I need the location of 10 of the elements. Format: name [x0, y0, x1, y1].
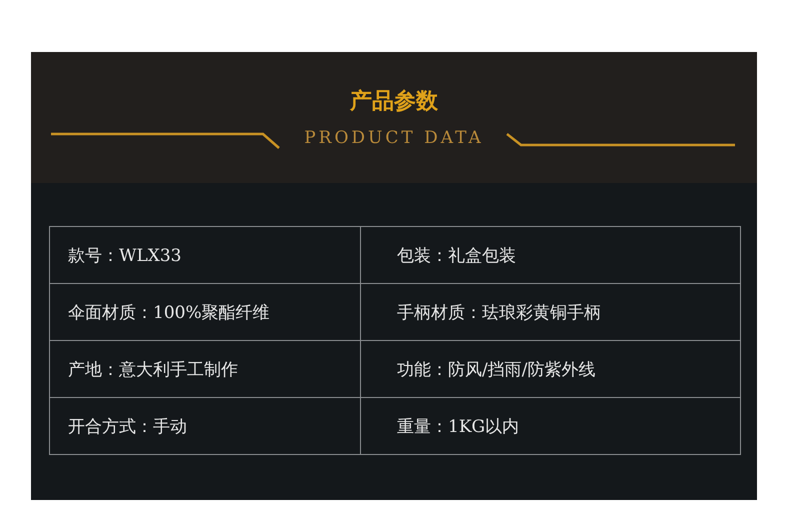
table-cell: 款号：WLX33	[50, 226, 360, 284]
table-cell: 功能：防风/挡雨/防紫外线	[360, 340, 740, 398]
table-cell: 产地：意大利手工制作	[50, 340, 360, 398]
title: 产品参数	[349, 88, 439, 116]
table-cell: 包装：礼盒包装	[360, 226, 740, 284]
table-cell: 伞面材质：100%聚酯纤维	[50, 284, 360, 340]
table-cell: 手柄材质：珐琅彩黄铜手柄	[360, 284, 740, 340]
table-cell: 重量：1KG以内	[360, 398, 740, 454]
subtitle: PRODUCT DATA	[304, 128, 484, 148]
table-cell: 开合方式：手动	[50, 398, 360, 454]
